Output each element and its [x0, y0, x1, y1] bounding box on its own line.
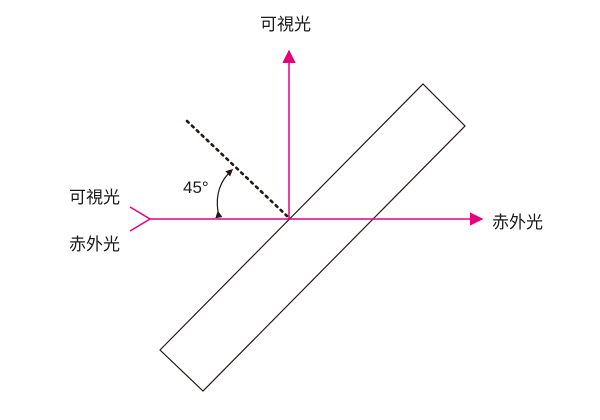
input-branch-visible — [129, 206, 151, 220]
input-branch-infrared — [129, 218, 151, 232]
mirror-plate — [159, 83, 466, 392]
infrared-light-input-label: 赤外光 — [69, 235, 120, 255]
visible-light-output-label: 可視光 — [260, 15, 311, 35]
infrared-light-output-label: 赤外光 — [492, 213, 543, 233]
normal-reference-line — [185, 119, 289, 218]
visible-light-input-label: 可視光 — [69, 188, 120, 208]
angle-arc — [215, 169, 234, 219]
angle-label: 45° — [183, 178, 209, 197]
